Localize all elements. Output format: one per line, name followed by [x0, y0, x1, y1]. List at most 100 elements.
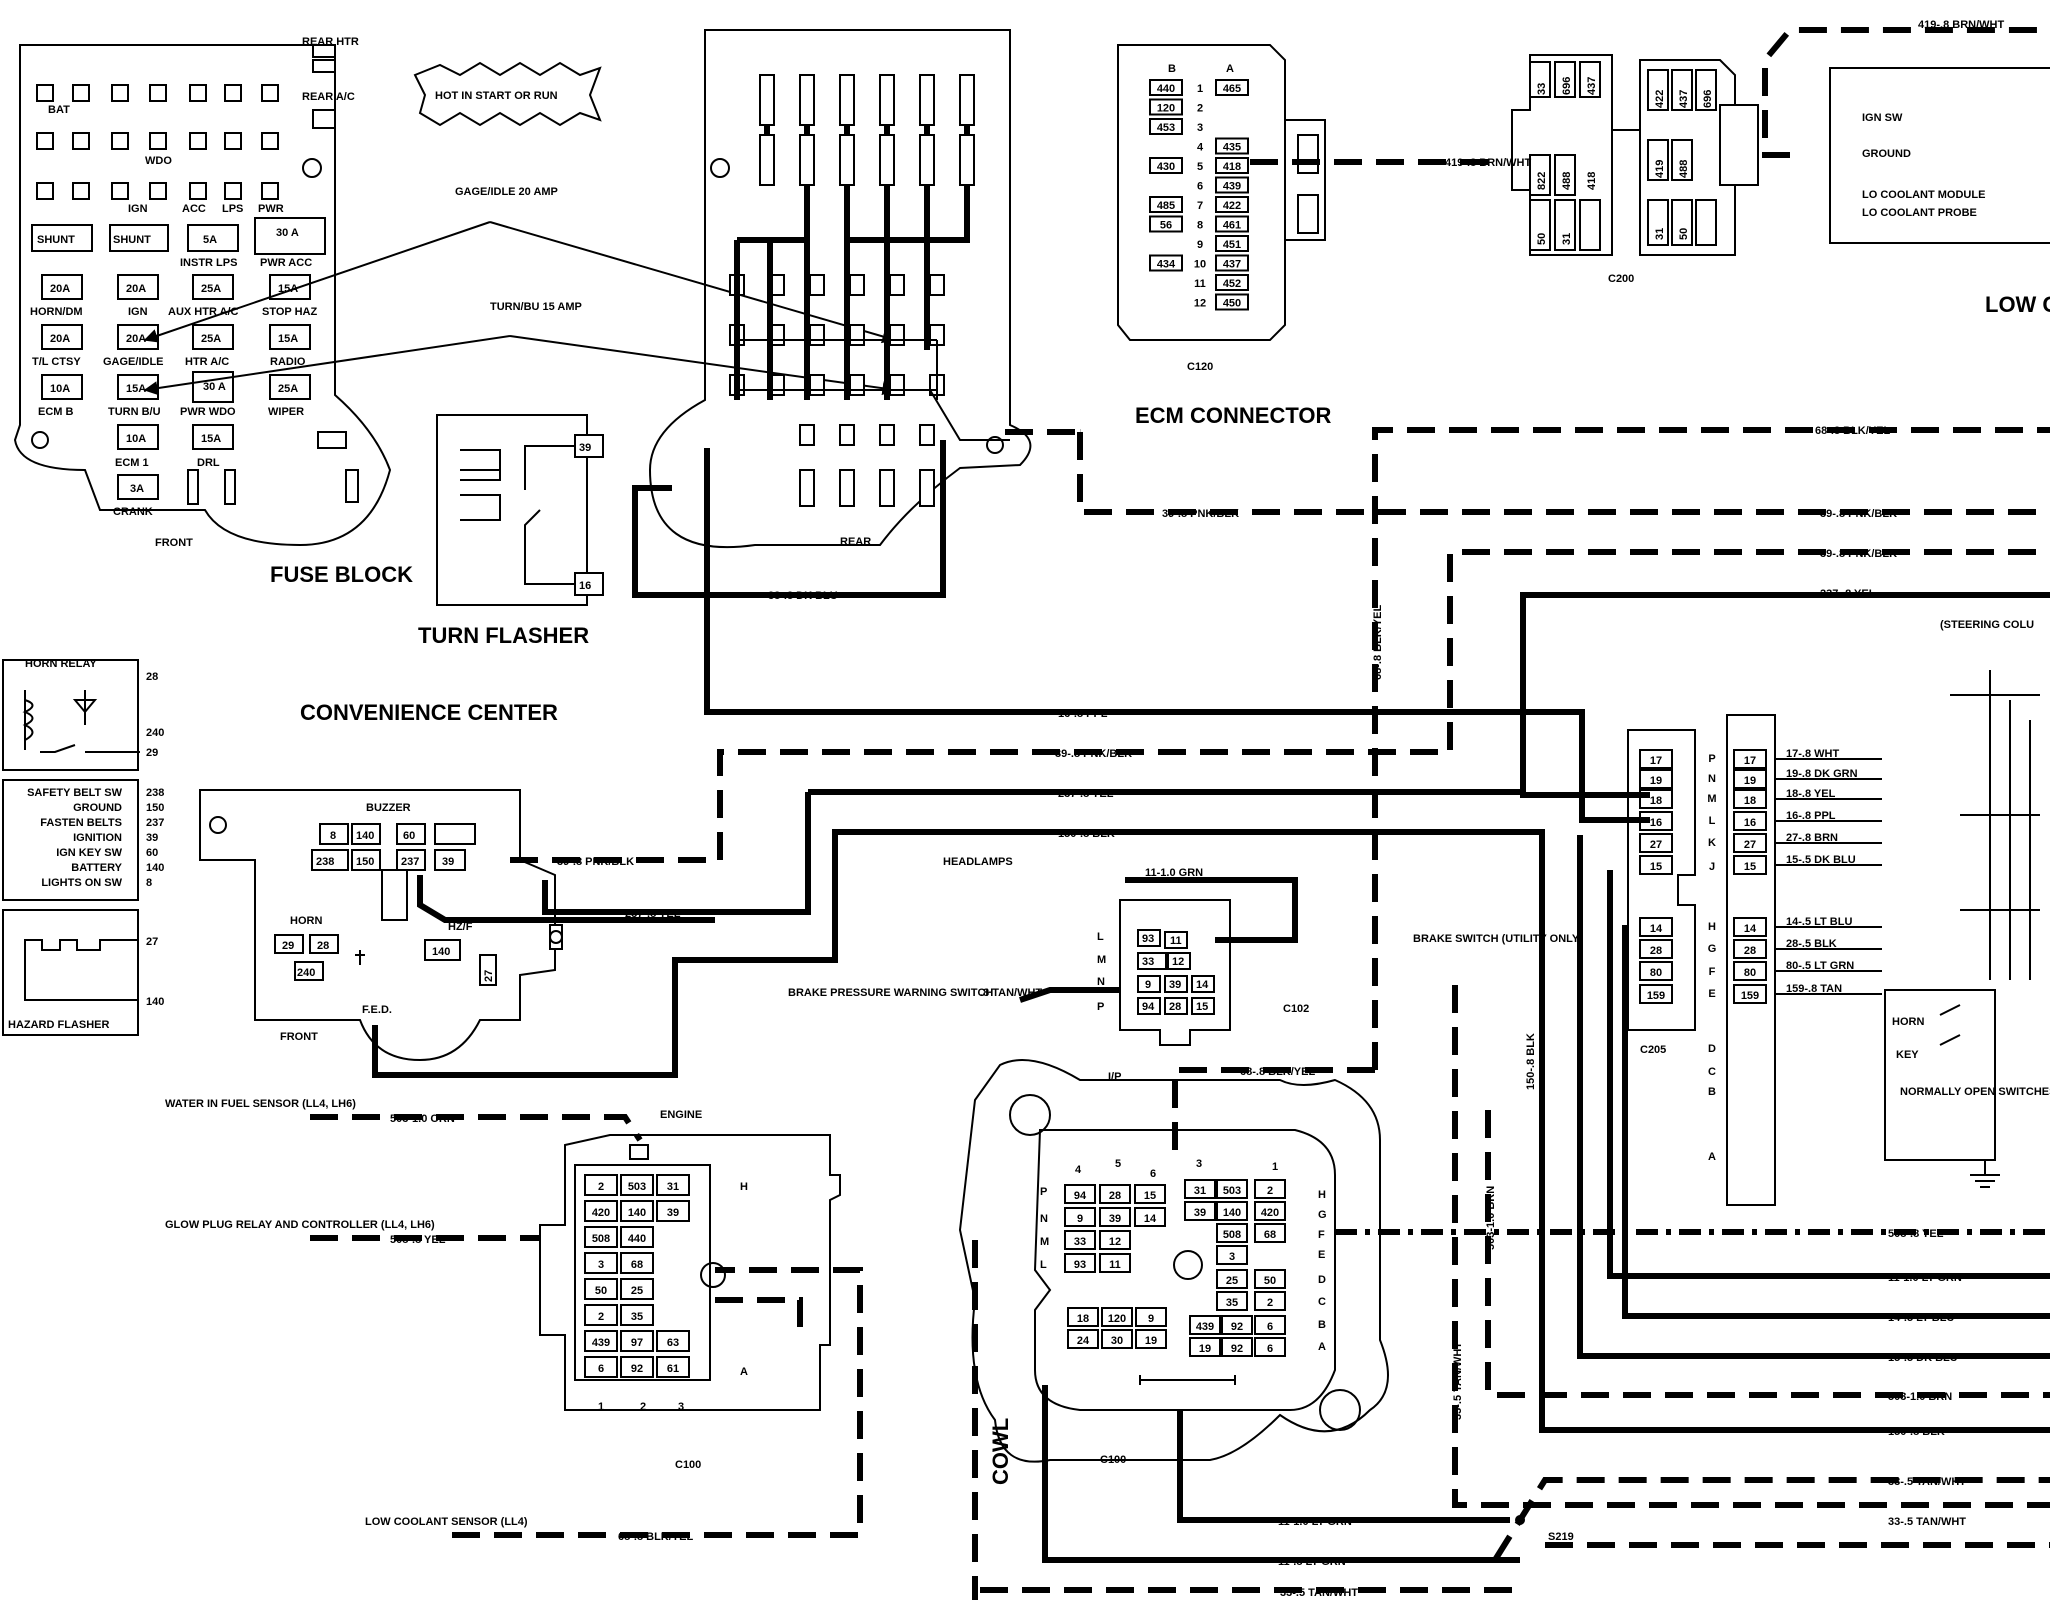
c100e-pin — [584, 1252, 618, 1274]
steer-pin-label: 18 — [1744, 795, 1756, 807]
steer-pin — [1733, 855, 1767, 875]
wire-150r-label: 150-.8 BLK — [1888, 1426, 1945, 1438]
wire-237c-label: 237-.8 YEL — [625, 908, 681, 920]
c120-pin-a — [1215, 157, 1249, 174]
c100i-pin — [1064, 1253, 1096, 1273]
svg-text:488: 488 — [1561, 172, 1573, 190]
svg-text:60: 60 — [403, 830, 415, 842]
steer-pin-label: 80 — [1744, 967, 1756, 979]
headlamps-label: HEADLAMPS — [943, 856, 1013, 868]
c120-pin-a — [1215, 293, 1249, 311]
c205-pin-label: 19 — [1650, 775, 1662, 787]
svg-text:29: 29 — [146, 747, 158, 759]
fuse-20a-ctsy: 20A — [50, 333, 70, 345]
pin-table-label: GROUND — [73, 802, 122, 814]
svg-text:2: 2 — [640, 1401, 646, 1413]
wire-68lc-label: 68-.8 BLK/YEL — [618, 1531, 693, 1543]
c100i-pin-label: 19 — [1145, 1335, 1157, 1347]
c205-pin — [1639, 961, 1673, 981]
svg-text:M: M — [1097, 954, 1106, 966]
pin-table-label: IGN KEY SW — [56, 847, 122, 859]
c100i-pin-label: 28 — [1109, 1190, 1121, 1202]
engine-label: ENGINE — [660, 1109, 702, 1121]
c100e-pin-label: 39 — [667, 1207, 679, 1219]
c100e-pin — [620, 1200, 654, 1222]
wire-38-label: 38-.8 DK BLU — [768, 590, 838, 602]
c100e-pin — [584, 1226, 618, 1248]
svg-text:F: F — [1318, 1229, 1325, 1241]
fuse-name-radio: RADIO — [270, 356, 306, 368]
c100i-pin-label: 35 — [1226, 1297, 1238, 1309]
hot-in-start-badge: HOT IN START OR RUN — [413, 61, 602, 127]
svg-text:NORMALLY OPEN SWITCHES: NORMALLY OPEN SWITCHES — [1900, 1086, 2050, 1098]
steer-letter: G — [1708, 943, 1717, 955]
svg-text:B: B — [1318, 1319, 1326, 1331]
svg-text:L: L — [1040, 1259, 1047, 1271]
c120-row-number: 7 — [1197, 200, 1203, 212]
steer-pin — [1733, 789, 1767, 809]
brake-pressure-label: BRAKE PRESSURE WARNING SWITCH — [788, 987, 993, 999]
c100i-pin-label: 39 — [1194, 1207, 1206, 1219]
convenience-center-title: CONVENIENCE CENTER — [300, 700, 558, 725]
wire-68ip-label: 68-.8 BLK/YEL — [1240, 1066, 1315, 1078]
c205-pin — [1639, 749, 1673, 769]
rear-fuse-grid — [729, 74, 975, 507]
svg-text:238: 238 — [316, 856, 334, 868]
c100e-pin — [620, 1174, 654, 1196]
pin-table-label: IGNITION — [73, 832, 122, 844]
c100i-pin — [1184, 1179, 1216, 1199]
c205-pin-label: 14 — [1650, 923, 1663, 935]
svg-text:H: H — [1318, 1189, 1326, 1201]
c100i-pin — [1135, 1307, 1167, 1327]
svg-text:F.E.D.: F.E.D. — [362, 1004, 392, 1016]
steer-letter: H — [1708, 921, 1716, 933]
fuse-letters — [36, 84, 279, 200]
fuse-label-wdo: WDO — [145, 155, 172, 167]
c100i-pin — [1254, 1269, 1286, 1289]
c100i-pin — [1099, 1253, 1131, 1273]
c205-pin — [1639, 984, 1673, 1004]
fuse-25a-wiper: 25A — [278, 383, 298, 395]
svg-text:28: 28 — [1169, 1001, 1181, 1013]
connector-c200: 33 696 437 822 488 50 31 418 422 437 696… — [1511, 54, 1759, 256]
steer-wire-label: 19-.8 DK GRN — [1786, 768, 1858, 780]
c100e-pin — [620, 1252, 654, 1274]
fuse-3a-crank: 3A — [130, 483, 144, 495]
svg-text:696: 696 — [1702, 90, 1714, 108]
c205-pin — [1639, 769, 1673, 789]
fuse-front-label: FRONT — [155, 537, 193, 549]
c100i-pin-label: 503 — [1223, 1185, 1241, 1197]
c100i-pin-label: 24 — [1077, 1335, 1090, 1347]
svg-text:GROUND: GROUND — [1862, 148, 1911, 160]
svg-text:LO COOLANT MODULE: LO COOLANT MODULE — [1862, 189, 1985, 201]
connector-c102: L M N P 93 11 33 12 9 39 14 94 28 15 — [1097, 899, 1231, 1046]
c100i-pin — [1101, 1329, 1133, 1349]
c100e-pin — [620, 1356, 654, 1378]
c200-label: C200 — [1608, 273, 1634, 285]
c100i-pin-label: 439 — [1196, 1321, 1214, 1333]
gage-idle-label: GAGE/IDLE 20 AMP — [455, 186, 558, 198]
pin-table-number: 60 — [146, 847, 158, 859]
steer-pin-label: 17 — [1744, 755, 1756, 767]
c120-row-number: 8 — [1197, 220, 1203, 232]
steer-wire-label: 14-.5 LT BLU — [1786, 916, 1852, 928]
steer-pin-label: 27 — [1744, 839, 1756, 851]
c100e-pin — [656, 1174, 690, 1196]
c100e-pin-label: 68 — [631, 1259, 643, 1271]
c120-row-number: 3 — [1197, 122, 1203, 134]
steer-pin-label: 15 — [1744, 861, 1756, 873]
c120-row-number: 5 — [1197, 161, 1203, 173]
fuse-name-wiper: WIPER — [268, 406, 304, 418]
svg-text:237: 237 — [401, 856, 419, 868]
c120-pin-b-label: 453 — [1157, 122, 1175, 134]
c100i-pin-label: 93 — [1074, 1259, 1086, 1271]
c100i-pin-label: 14 — [1144, 1213, 1157, 1225]
c100e-pin-label: 31 — [667, 1181, 679, 1193]
fuse-rear-label: REAR — [840, 536, 871, 548]
c100i-pin — [1254, 1223, 1286, 1243]
svg-text:HZ/F: HZ/F — [448, 921, 473, 933]
fuse-name-pwrwdo: PWR WDO — [180, 406, 236, 418]
c100i-pin — [1134, 1184, 1166, 1204]
